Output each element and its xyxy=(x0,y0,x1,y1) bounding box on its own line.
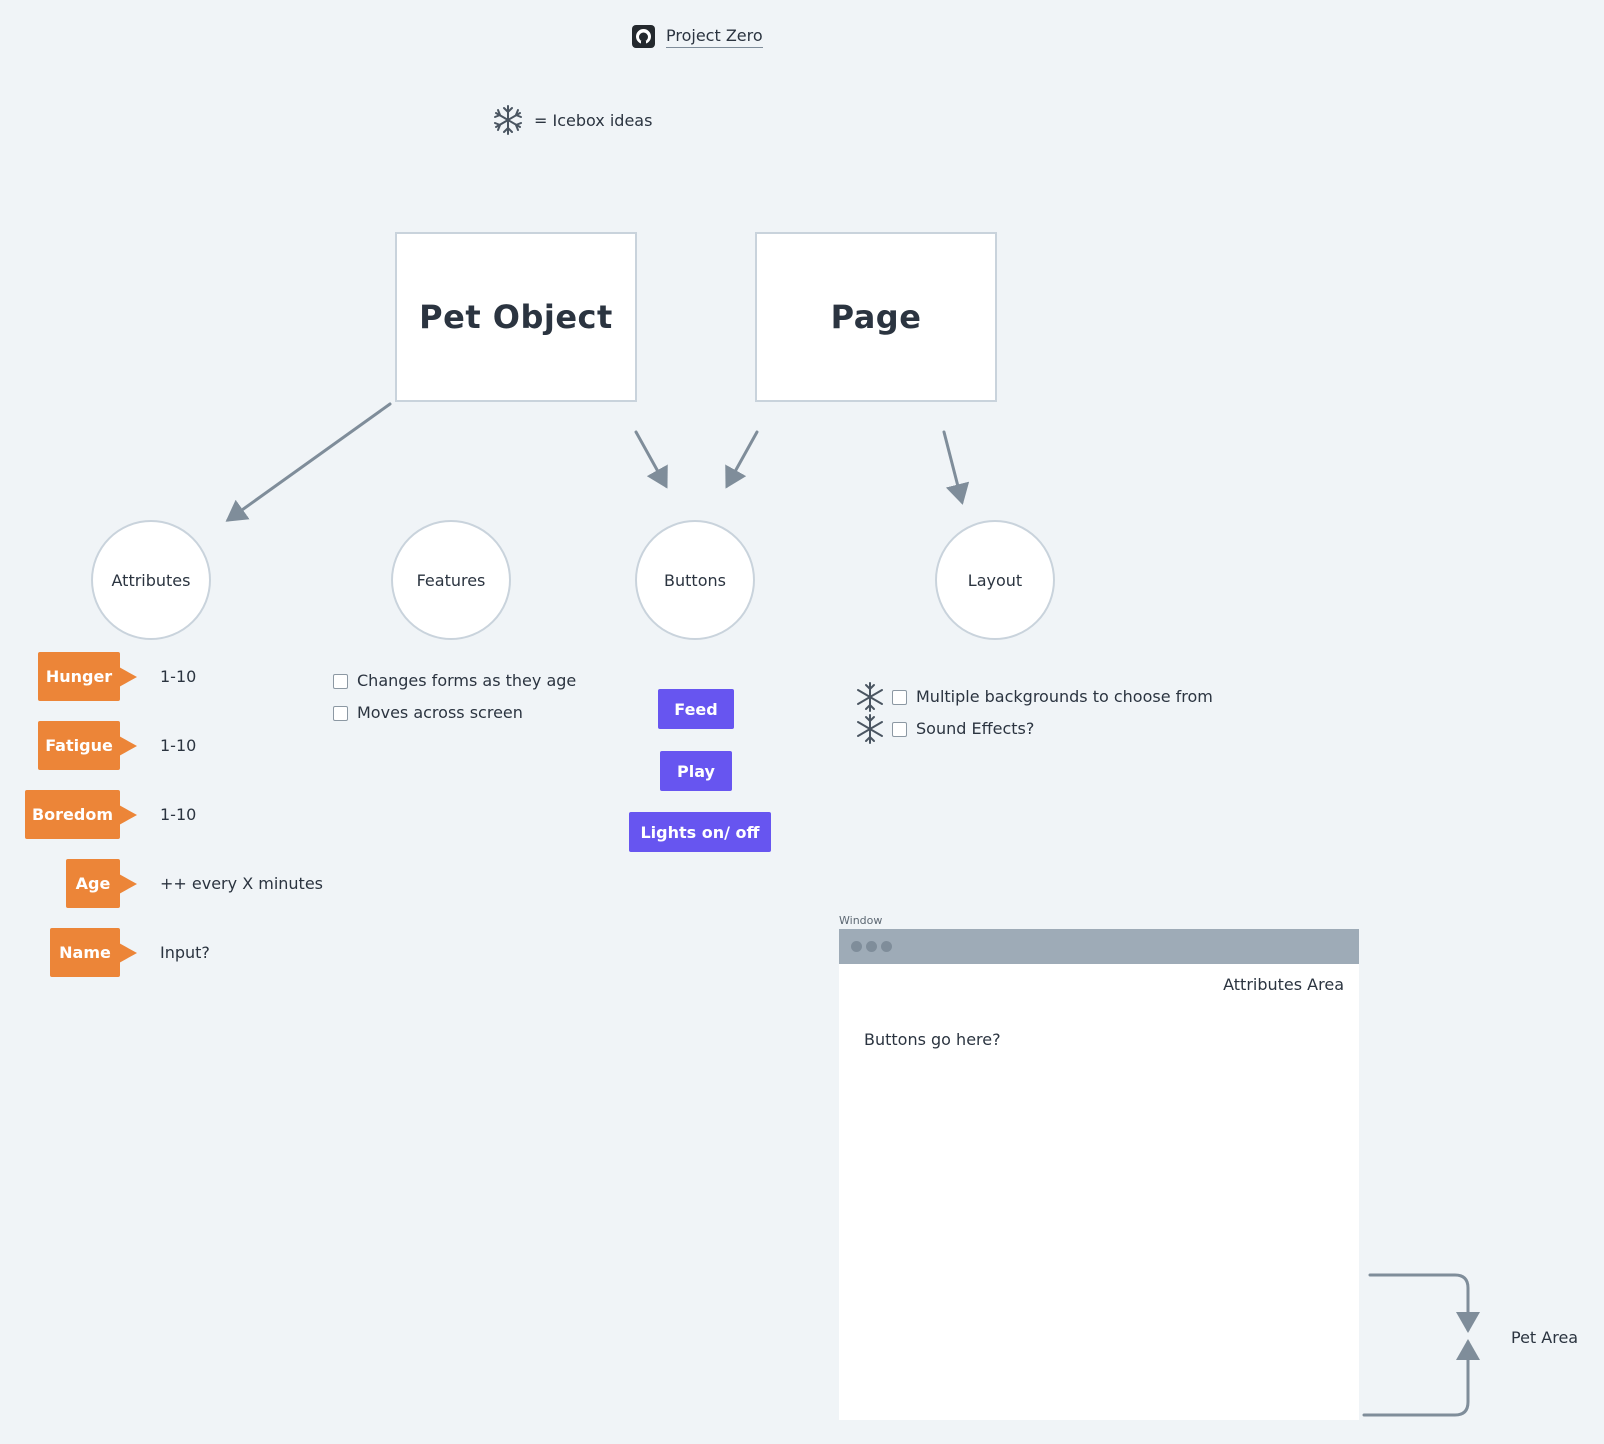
lights-toggle-button[interactable]: Lights on/ off xyxy=(629,812,771,852)
features-circle: Features xyxy=(391,520,511,640)
buttons-circle-label: Buttons xyxy=(664,570,726,590)
pet-area-label: Pet Area xyxy=(1511,1328,1579,1347)
page-box: Page xyxy=(755,232,997,402)
attribute-tag-fatigue: Fatigue xyxy=(38,721,120,770)
layout-circle-label: Layout xyxy=(967,570,1023,590)
feed-button[interactable]: Feed xyxy=(658,689,734,729)
arrow-page-to-buttons xyxy=(725,430,759,489)
attribute-tag-boredom: Boredom xyxy=(25,790,120,839)
pet-object-label: Pet Object xyxy=(419,298,613,336)
feature-label-changes-forms: Changes forms as they age xyxy=(357,671,577,690)
attribute-value-boredom: 1-10 xyxy=(160,805,197,824)
layout-label-sound: Sound Effects? xyxy=(916,719,1035,738)
buttons-note: Buttons go here? xyxy=(864,1030,1001,1049)
snowflake-icon xyxy=(854,713,886,745)
window-dot xyxy=(866,941,877,952)
feature-checkbox-moves-across[interactable] xyxy=(333,706,348,721)
attribute-tag-hunger: Hunger xyxy=(38,652,120,701)
layout-checkbox-sound[interactable] xyxy=(892,722,907,737)
play-button[interactable]: Play xyxy=(660,751,732,791)
bracket-pet-area-bottom xyxy=(1362,1339,1480,1417)
attribute-value-name: Input? xyxy=(160,943,210,962)
pet-object-box: Pet Object xyxy=(395,232,637,402)
window-title-bar xyxy=(839,929,1359,964)
project-zero-link[interactable]: Project Zero xyxy=(666,26,763,48)
window-caption: Window xyxy=(839,914,883,927)
feature-label-moves-across: Moves across screen xyxy=(357,703,523,722)
page-label: Page xyxy=(830,298,922,336)
layout-label-backgrounds: Multiple backgrounds to choose from xyxy=(916,687,1213,706)
arrow-pet-to-attributes xyxy=(225,402,392,522)
legend-text: = Icebox ideas xyxy=(534,111,653,130)
attributes-area-label: Attributes Area xyxy=(1223,975,1344,994)
layout-circle: Layout xyxy=(935,520,1055,640)
snowflake-icon xyxy=(492,104,524,136)
attribute-value-fatigue: 1-10 xyxy=(160,736,197,755)
arrow-page-to-layout xyxy=(942,430,970,505)
attribute-value-age: ++ every X minutes xyxy=(160,874,323,893)
features-circle-label: Features xyxy=(416,570,486,590)
bracket-pet-area-top xyxy=(1368,1273,1480,1333)
window-body: Attributes Area Buttons go here? xyxy=(839,964,1359,1420)
attribute-value-hunger: 1-10 xyxy=(160,667,197,686)
window-dot xyxy=(851,941,862,952)
buttons-circle: Buttons xyxy=(635,520,755,640)
feature-checkbox-changes-forms[interactable] xyxy=(333,674,348,689)
github-icon xyxy=(632,25,655,48)
window-dot xyxy=(881,941,892,952)
arrow-pet-to-buttons xyxy=(634,430,668,489)
attribute-tag-age: Age xyxy=(66,859,120,908)
snowflake-icon xyxy=(854,681,886,713)
attributes-circle-label: Attributes xyxy=(111,570,191,590)
layout-checkbox-backgrounds[interactable] xyxy=(892,690,907,705)
attribute-tag-name: Name xyxy=(50,928,120,977)
attributes-circle: Attributes xyxy=(91,520,211,640)
